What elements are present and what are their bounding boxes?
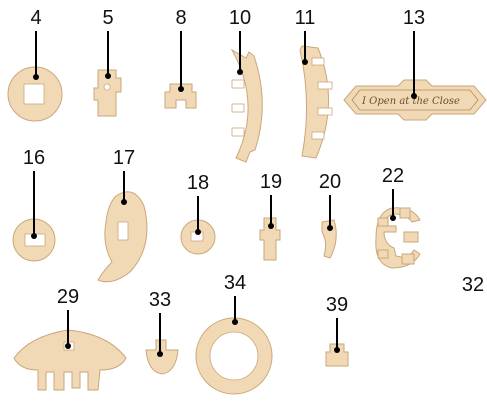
engraving-text: I Open at the Close <box>361 96 460 107</box>
part-4 <box>8 31 62 121</box>
part-33 <box>146 313 178 374</box>
part-8 <box>165 31 196 108</box>
part-34 <box>196 296 272 394</box>
part-16 <box>13 171 55 261</box>
part-11 <box>300 31 332 158</box>
part-19 <box>260 195 280 260</box>
part-39 <box>326 318 348 366</box>
part-10 <box>232 31 262 162</box>
part-5 <box>94 31 121 116</box>
part-13: I Open at the Close <box>344 31 486 120</box>
part-29 <box>14 310 126 390</box>
part-17 <box>98 171 147 282</box>
part-22 <box>376 189 420 268</box>
part-18 <box>181 196 215 254</box>
part-20 <box>322 195 336 258</box>
